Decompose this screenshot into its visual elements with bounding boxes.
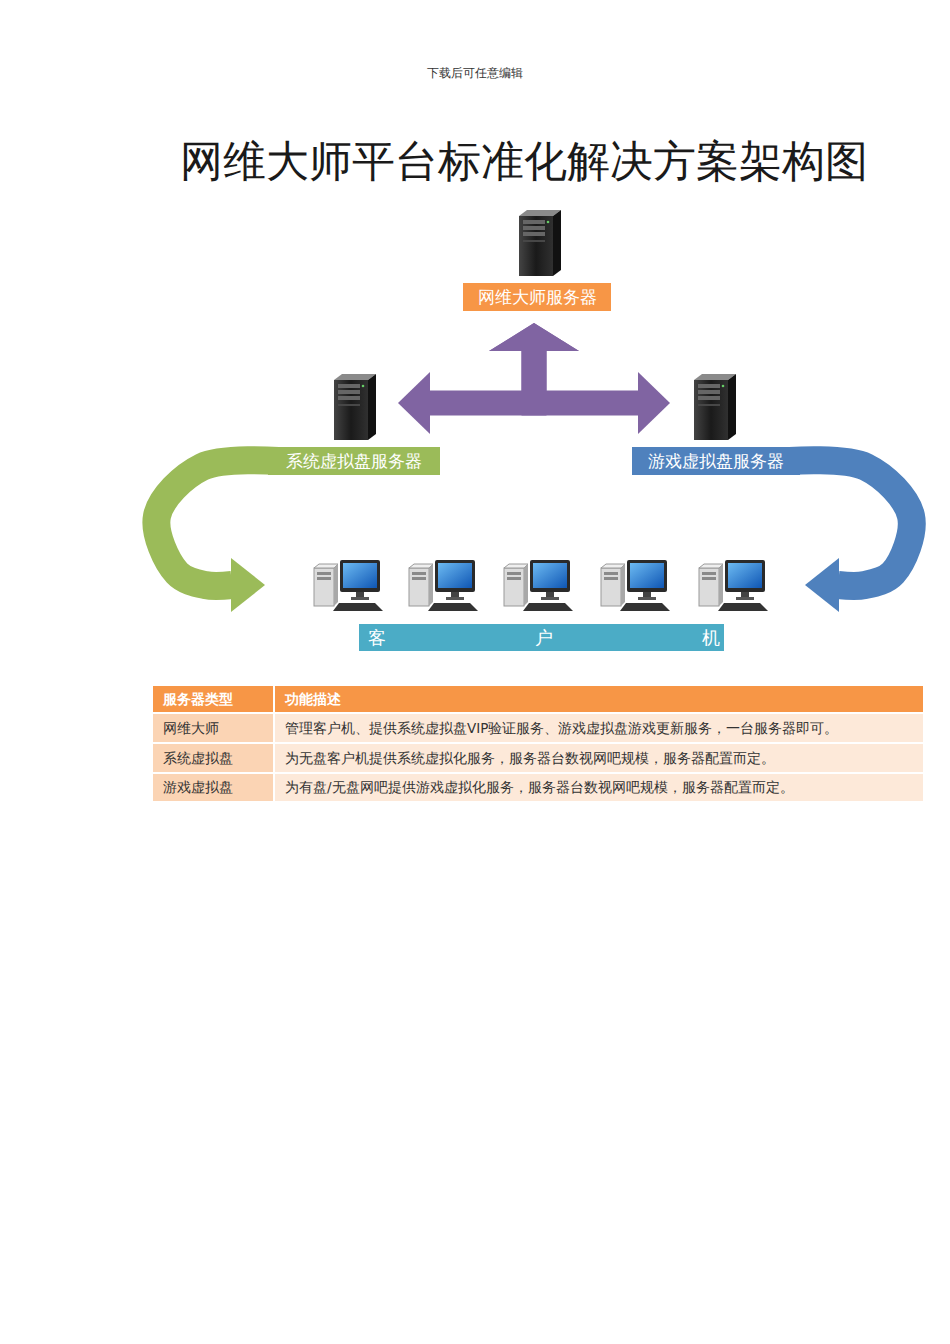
table-cell: 网维大师 xyxy=(152,713,274,743)
arrow-head xyxy=(398,372,430,434)
connector xyxy=(790,460,912,612)
connector xyxy=(156,460,278,612)
node-text: 客户机 xyxy=(368,626,869,650)
server-icon xyxy=(334,374,376,440)
server-node: 系统虚拟盘服务器 xyxy=(268,372,440,475)
client-band: 客户机 xyxy=(359,624,724,651)
server-icon xyxy=(519,210,561,276)
arrow-head xyxy=(489,323,579,351)
table-cell: 为无盘客户机提供系统虚拟化服务，服务器台数视网吧规模，服务器配置而定。 xyxy=(274,743,924,773)
arrow-head xyxy=(489,323,579,351)
table-cell: 管理客户机、提供系统虚拟盘VIP验证服务、游戏虚拟盘游戏更新服务，一台服务器即可… xyxy=(274,713,924,743)
table-header-cell: 功能描述 xyxy=(274,685,924,713)
server-node: 网维大师服务器 xyxy=(463,208,611,311)
connector-line xyxy=(534,350,639,403)
computer-icon xyxy=(699,560,768,611)
node-text: 游戏虚拟盘服务器 xyxy=(648,450,784,473)
arrow-head xyxy=(638,372,670,434)
server-node: 游戏虚拟盘服务器 xyxy=(632,372,800,475)
table-cell: 为有盘/无盘网吧提供游戏虚拟化服务，服务器台数视网吧规模，服务器配置而定。 xyxy=(274,773,924,802)
server-label: 网维大师服务器 xyxy=(463,283,611,311)
computer-icon xyxy=(601,560,670,611)
connector xyxy=(489,323,670,434)
server-label: 游戏虚拟盘服务器 xyxy=(632,447,800,475)
node-text: 网维大师服务器 xyxy=(478,286,597,309)
connector-line xyxy=(156,460,278,586)
table-header-cell: 服务器类型 xyxy=(152,685,274,713)
diagram-title: 网维大师平台标准化解决方案架构图 xyxy=(180,134,868,188)
server-label: 系统虚拟盘服务器 xyxy=(268,447,440,475)
arrow-head xyxy=(805,558,839,612)
server-icon xyxy=(694,374,736,440)
computer-icon xyxy=(409,560,478,611)
table-cell: 系统虚拟盘 xyxy=(152,743,274,773)
client-node: 客户机 xyxy=(265,555,805,651)
arrow-head xyxy=(231,558,265,612)
computer-icon xyxy=(504,560,573,611)
connector xyxy=(398,323,579,434)
computer-icon xyxy=(314,560,383,611)
connector-line xyxy=(790,460,912,586)
watermark: 下载后可任意编辑 xyxy=(0,64,950,84)
connector-line xyxy=(429,350,534,403)
node-text: 系统虚拟盘服务器 xyxy=(286,450,422,473)
table-cell: 游戏虚拟盘 xyxy=(152,773,274,802)
